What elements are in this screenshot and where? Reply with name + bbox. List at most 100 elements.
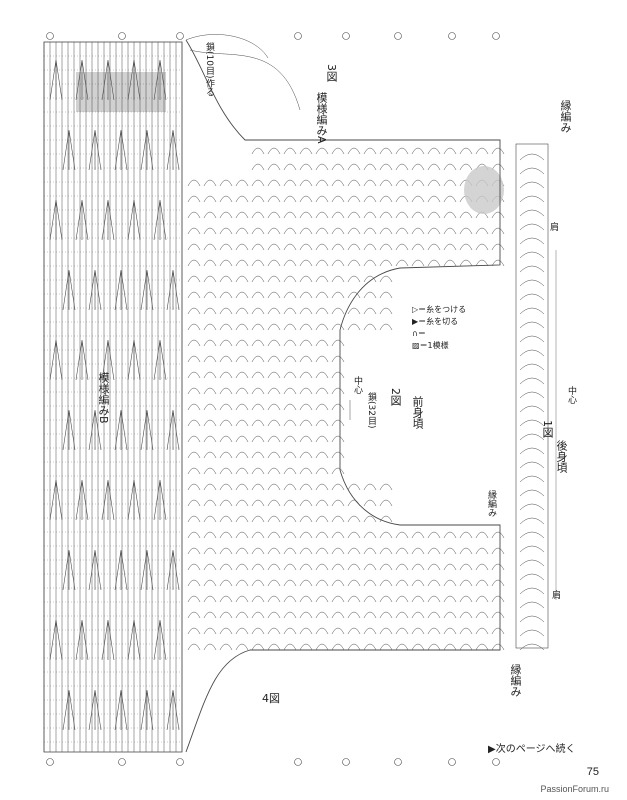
shell-stitch xyxy=(235,323,249,331)
shell-stitch xyxy=(519,447,545,455)
shell-stitch xyxy=(379,515,393,523)
shell-stitch xyxy=(251,147,265,155)
shell-stitch xyxy=(315,419,329,427)
shell-stitch xyxy=(459,243,473,251)
shell-stitch xyxy=(267,483,281,491)
shell-stitch xyxy=(219,355,233,363)
shell-stitch xyxy=(251,371,265,379)
shell-stitch xyxy=(267,371,281,379)
row-marker xyxy=(118,758,126,766)
shell-stitch xyxy=(203,563,217,571)
shell-stitch xyxy=(379,483,393,491)
shell-stitch xyxy=(267,611,281,619)
shell-stitch xyxy=(267,467,281,475)
shell-stitch xyxy=(299,339,313,347)
shell-stitch xyxy=(315,227,329,235)
shell-stitch xyxy=(347,547,361,555)
shell-stitch xyxy=(475,227,489,235)
shell-stitch xyxy=(411,579,425,587)
shell-stitch xyxy=(379,643,393,651)
shell-stitch xyxy=(187,323,201,331)
shell-stitch xyxy=(395,611,409,619)
shell-stitch xyxy=(347,563,361,571)
legend-item-join: ▷＝糸をつける xyxy=(412,305,467,314)
shell-stitch xyxy=(379,531,393,539)
shell-stitch xyxy=(251,483,265,491)
shell-stitch xyxy=(519,503,545,511)
shell-stitch xyxy=(363,195,377,203)
shell-stitch xyxy=(331,339,345,347)
shell-stitch xyxy=(519,153,545,161)
shell-stitch xyxy=(459,643,473,651)
shell-stitch xyxy=(203,211,217,219)
shell-stitch xyxy=(283,611,297,619)
shell-stitch xyxy=(331,179,345,187)
shell-stitch xyxy=(235,451,249,459)
shell-stitch xyxy=(459,579,473,587)
shell-stitch xyxy=(267,579,281,587)
shell-stitch xyxy=(331,595,345,603)
shell-stitch xyxy=(219,259,233,267)
shell-stitch xyxy=(395,195,409,203)
shell-stitch xyxy=(519,475,545,483)
shell-stitch xyxy=(427,627,441,635)
shell-stitch xyxy=(331,371,345,379)
shell-stitch xyxy=(283,323,297,331)
fan-wedge xyxy=(166,689,180,731)
center-label-front: 中心 xyxy=(352,376,362,394)
shell-stitch xyxy=(519,517,545,525)
shell-stitch xyxy=(443,563,457,571)
shell-stitch xyxy=(379,195,393,203)
shell-stitch xyxy=(347,531,361,539)
shell-stitch xyxy=(395,227,409,235)
shell-stitch xyxy=(203,499,217,507)
border-label-bottom: 縁編み xyxy=(509,664,522,697)
shell-stitch xyxy=(347,579,361,587)
fan-wedge xyxy=(49,59,63,101)
shell-stitch xyxy=(475,243,489,251)
shell-stitch xyxy=(187,531,201,539)
shell-stitch xyxy=(251,579,265,587)
shell-stitch xyxy=(203,387,217,395)
shell-stitch xyxy=(395,643,409,651)
shell-stitch xyxy=(235,387,249,395)
chain-10-note: 鎖(10目)作る xyxy=(204,42,214,97)
row-marker xyxy=(394,758,402,766)
shell-stitch xyxy=(427,643,441,651)
shell-stitch xyxy=(219,323,233,331)
shell-stitch xyxy=(315,243,329,251)
shell-stitch xyxy=(235,595,249,603)
shell-stitch xyxy=(203,515,217,523)
shell-stitch xyxy=(267,451,281,459)
shell-stitch xyxy=(251,499,265,507)
legend-item-repeat: ▨＝1模様 xyxy=(412,341,449,350)
shell-stitch xyxy=(235,435,249,443)
shell-stitch xyxy=(219,179,233,187)
shell-stitch xyxy=(283,563,297,571)
shell-stitch xyxy=(315,451,329,459)
shell-stitch xyxy=(331,275,345,283)
shell-stitch xyxy=(363,547,377,555)
fan-wedge xyxy=(114,549,128,591)
shell-stitch xyxy=(475,259,489,267)
legend-item-cut: ▶＝糸を切る xyxy=(412,317,459,326)
shell-stitch xyxy=(411,163,425,171)
shell-stitch xyxy=(331,499,345,507)
shell-stitch xyxy=(443,531,457,539)
shell-stitch xyxy=(363,259,377,267)
shell-stitch xyxy=(267,259,281,267)
fan-wedge xyxy=(140,269,154,311)
leader-line-a xyxy=(189,49,301,111)
shell-stitch xyxy=(283,195,297,203)
shell-stitch xyxy=(203,451,217,459)
shell-stitch xyxy=(395,563,409,571)
shell-stitch xyxy=(379,563,393,571)
fan-wedge xyxy=(62,689,76,731)
shell-stitch xyxy=(519,573,545,581)
shell-stitch xyxy=(219,579,233,587)
shell-stitch xyxy=(379,579,393,587)
shell-stitch xyxy=(187,195,201,203)
shell-stitch xyxy=(315,435,329,443)
shell-stitch xyxy=(299,211,313,219)
